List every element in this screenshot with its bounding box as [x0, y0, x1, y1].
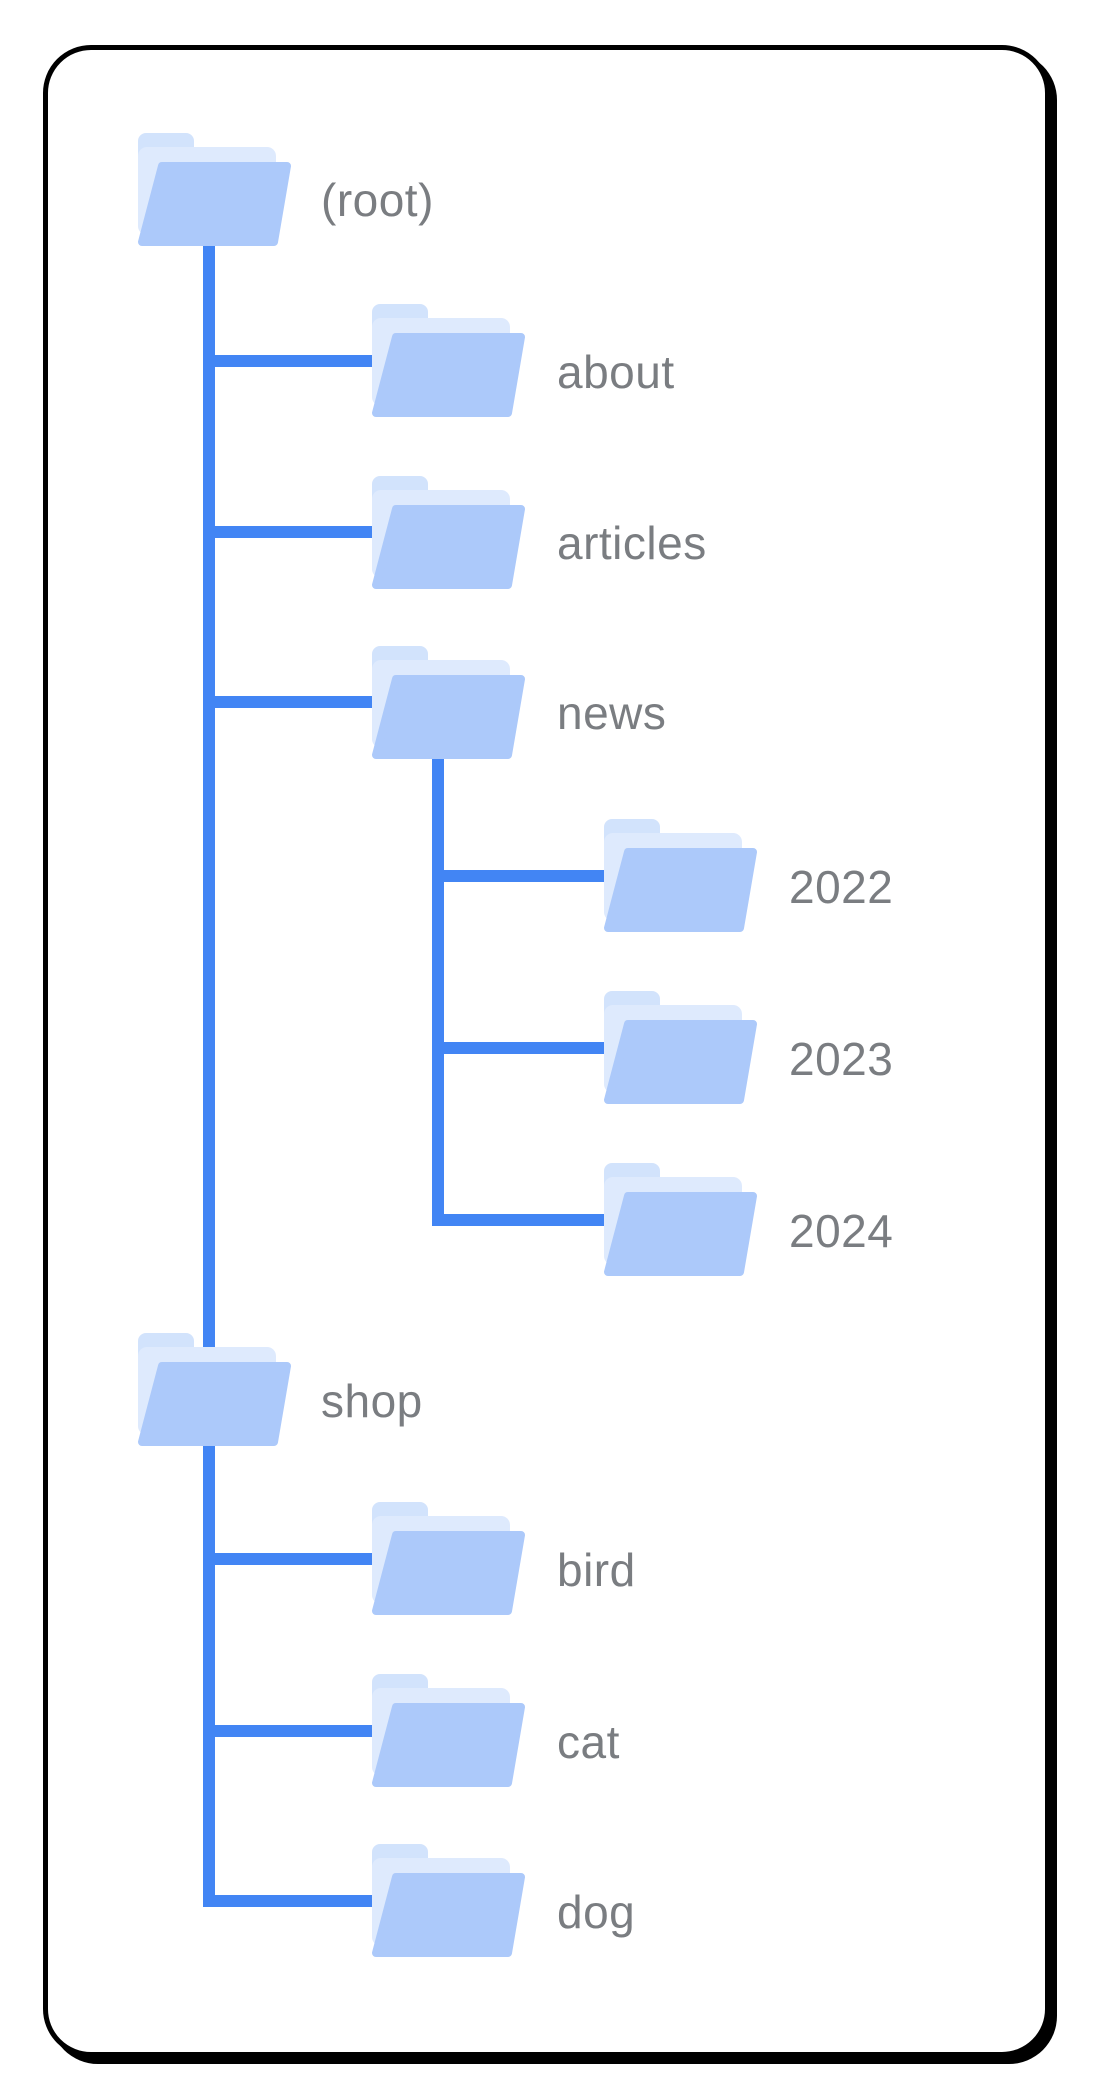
connector-branch-2024 — [432, 1214, 617, 1226]
tree-node-articles: articles — [372, 476, 707, 585]
folder-label: shop — [321, 1375, 423, 1427]
folder-icon — [372, 304, 521, 413]
folder-label: 2022 — [789, 861, 893, 913]
connector-branch-2022 — [432, 870, 617, 882]
tree-node-2022: 2022 — [604, 819, 893, 928]
tree-node-2023: 2023 — [604, 991, 893, 1100]
folder-label: about — [557, 346, 675, 398]
folder-label: cat — [557, 1716, 620, 1768]
connector-branch-bird — [203, 1553, 385, 1565]
folder-icon — [604, 819, 753, 928]
folder-label: 2024 — [789, 1205, 893, 1257]
folder-label: 2023 — [789, 1033, 893, 1085]
folder-icon — [372, 476, 521, 585]
folder-icon — [372, 1844, 521, 1953]
tree-node-about: about — [372, 304, 675, 413]
folder-icon — [604, 1163, 753, 1272]
folder-icon — [138, 133, 287, 242]
tree-node-root: (root) — [138, 133, 434, 242]
tree-node-shop: shop — [138, 1333, 423, 1442]
folder-icon — [138, 1333, 287, 1442]
tree-node-news: news — [372, 646, 666, 755]
connector-branch-about — [203, 355, 385, 367]
tree-node-2024: 2024 — [604, 1163, 893, 1272]
connector-branch-2023 — [432, 1042, 617, 1054]
tree-node-dog: dog — [372, 1844, 635, 1953]
folder-icon — [372, 646, 521, 755]
folder-label: news — [557, 687, 666, 739]
folder-icon — [372, 1674, 521, 1783]
connector-branch-news — [203, 696, 385, 708]
connector-branch-articles — [203, 526, 385, 538]
connector-branch-cat — [203, 1725, 385, 1737]
folder-icon — [604, 991, 753, 1100]
connector-root-trunk — [203, 235, 215, 1907]
folder-icon — [372, 1502, 521, 1611]
tree-node-bird: bird — [372, 1502, 636, 1611]
folder-label: bird — [557, 1544, 636, 1596]
tree-connectors — [203, 235, 617, 1907]
folder-label: dog — [557, 1886, 635, 1938]
tree-node-cat: cat — [372, 1674, 620, 1783]
folder-label: articles — [557, 517, 707, 569]
connector-branch-dog — [203, 1895, 385, 1907]
folder-label: (root) — [321, 174, 434, 226]
connector-news-trunk — [432, 748, 444, 1226]
